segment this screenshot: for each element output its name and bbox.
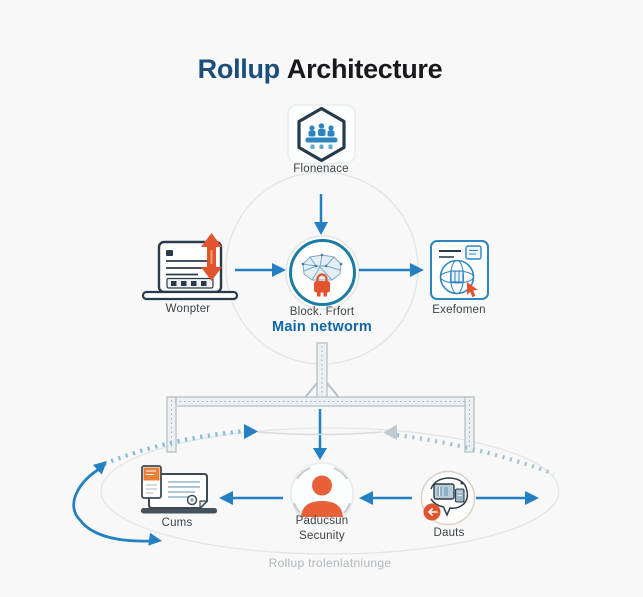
laptop-icon	[141, 233, 239, 301]
explorer-label: Exefomen	[432, 304, 486, 316]
globe-card-icon	[430, 240, 489, 300]
arrow-structure-to-security	[313, 409, 327, 460]
security-label-line1: Paducsun	[295, 515, 349, 527]
hand-server-icon	[420, 470, 476, 526]
certificate-lines	[168, 481, 200, 498]
network-sublabel: Block. Frfort	[289, 306, 355, 318]
team-glyph	[305, 123, 338, 149]
person-icon	[290, 462, 354, 526]
arrow-data-outward	[476, 491, 539, 505]
bridge-structure	[166, 342, 475, 453]
sync-arrow-icon	[201, 233, 222, 281]
data-label: Dauts	[433, 527, 465, 539]
lock-icon	[314, 273, 330, 297]
brain-mesh	[302, 254, 342, 281]
dashed-curve-right	[396, 432, 555, 476]
wallet-label: Wonpter	[165, 303, 211, 315]
arrow-data-to-security	[359, 491, 412, 505]
brain-mesh-nodes	[301, 253, 343, 268]
arrow-network-to-explorer	[359, 263, 424, 277]
dashed-left-arrowhead	[244, 424, 258, 439]
faint-connector-line	[257, 431, 383, 436]
governance-label: Flonenace	[293, 163, 349, 175]
cursor-icon	[467, 282, 478, 298]
hand-outline	[430, 477, 469, 517]
title-architecture: Architecture	[286, 54, 443, 84]
brain-network-icon	[285, 235, 360, 310]
dashed-curve-left	[103, 428, 247, 466]
diagram-caption: Rollup trolenlatniunge	[268, 556, 392, 570]
certificate-icon	[141, 465, 217, 514]
contracts-label: Cums	[161, 517, 193, 529]
team-hexagon-icon	[287, 104, 356, 164]
cycle-arrow	[72, 461, 162, 546]
faint-ellipse-guide	[100, 427, 560, 555]
network-label: Main networm	[272, 319, 372, 335]
arrow-wallet-to-network	[235, 263, 286, 277]
download-badge-icon	[423, 503, 441, 521]
arrow-security-to-contracts	[219, 491, 283, 505]
title-rollup: Rollup	[197, 54, 280, 84]
security-label-line2: Secunity	[299, 530, 345, 542]
arrow-governance-to-network	[314, 194, 328, 235]
gray-left-arrowhead	[383, 424, 397, 440]
